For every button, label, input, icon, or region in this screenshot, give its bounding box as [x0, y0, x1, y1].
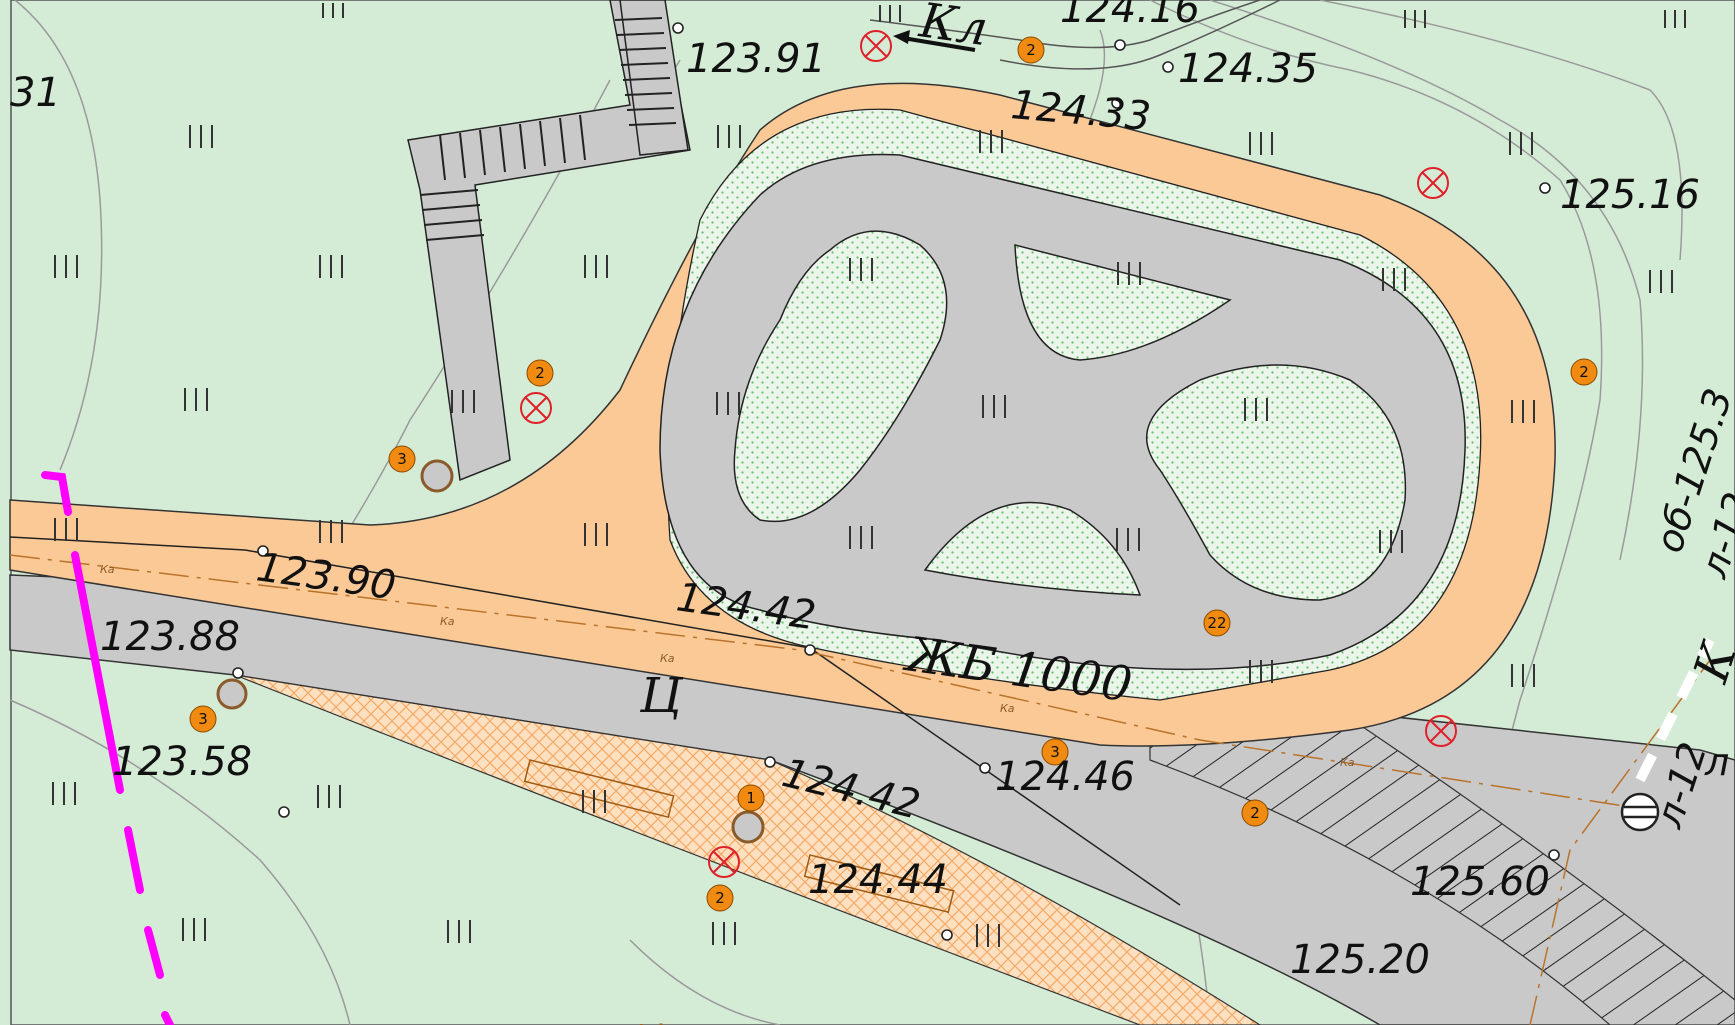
elevation-label: 123.58 [112, 739, 252, 785]
tree-count-badge: 2 2 3 2 22 3 3 1 2 2 [189, 36, 1598, 912]
map-label: Кл [915, 0, 991, 57]
map-label: 12 [632, 1020, 670, 1025]
svg-text:Ка: Ка [100, 563, 115, 576]
arrow-icon [893, 30, 976, 52]
top-footpath [869, 0, 1261, 49]
svg-text:22: 22 [1207, 614, 1226, 632]
elevation-label: 124.35 [1178, 46, 1318, 92]
svg-text:Ка: Ка [440, 615, 455, 628]
svg-text:2: 2 [1026, 41, 1036, 59]
island-bottom [923, 501, 1142, 596]
boundary-line [41, 471, 174, 1025]
svg-text:1: 1 [746, 789, 756, 807]
elevation-label: 125.16 [1560, 172, 1700, 218]
lamp-post-icon [520, 30, 1457, 878]
elevation-label: 124.44 [808, 857, 948, 903]
svg-text:Ка: Ка [660, 652, 675, 665]
svg-text:2: 2 [1579, 363, 1589, 381]
svg-text:2: 2 [715, 889, 725, 907]
svg-text:3: 3 [198, 710, 208, 728]
svg-text:2: 2 [1250, 804, 1260, 822]
svg-text:Ка: Ка [1340, 756, 1355, 769]
svg-text:Ка: Ка [1000, 702, 1015, 715]
map-label: л [1704, 740, 1729, 784]
manhole-icon [216, 459, 765, 844]
island-left [733, 230, 948, 523]
map-label: 31 [10, 70, 61, 116]
elevation-label: 125.20 [1290, 937, 1430, 983]
svg-text:2: 2 [535, 364, 545, 382]
survey-point-icon [232, 22, 1560, 941]
elevation-label: 123.88 [100, 614, 240, 660]
island-top [1014, 244, 1232, 361]
cable-line: Ка Ка Ка Ка Ка [9, 554, 1711, 1025]
elevation-label: 125.60 [1410, 859, 1550, 905]
stairs [407, 0, 691, 482]
elevation-label: 124.16 [1060, 0, 1200, 32]
svg-text:3: 3 [397, 450, 407, 468]
elevation-label: 124.46 [995, 754, 1135, 800]
paved-triangle [234, 674, 1262, 1025]
road-label: Ц [639, 668, 684, 724]
elevation-label: 123.91 [686, 36, 826, 82]
svg-text:3: 3 [1050, 743, 1060, 761]
hydrant-icon [1620, 792, 1660, 832]
hatched-strip [1149, 724, 1735, 1025]
grass-marks [52, 3, 1686, 947]
island-right [1145, 364, 1407, 601]
